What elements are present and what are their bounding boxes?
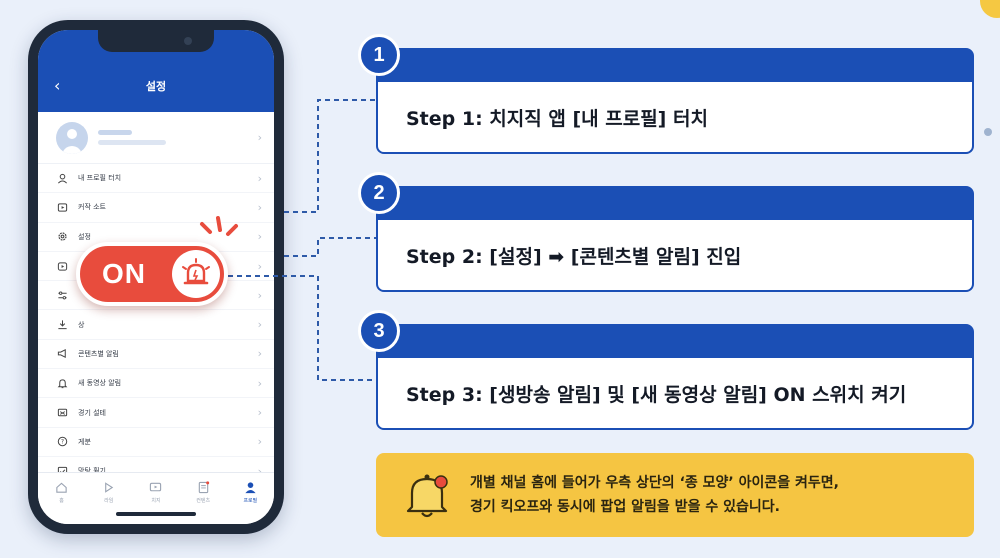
chevron-right-icon: › [257, 318, 262, 332]
toggle-knob [172, 250, 220, 298]
menu-item-label: 내 프로필 터치 [78, 174, 122, 183]
menu-item-shorts[interactable]: 커작 소트 › [38, 193, 274, 223]
nav-label: 프로필 [243, 498, 258, 504]
menu-item-download[interactable]: 상 › [38, 310, 274, 340]
siren-icon [182, 258, 210, 285]
video-icon [56, 201, 68, 213]
step-header-bar [376, 48, 974, 82]
alert-rays-icon [200, 216, 238, 236]
chevron-right-icon: › [257, 200, 262, 214]
phone-screen: ‹ 설정 › 내 프로필 터치 › 커작 소트 › 설정 › 시 › [38, 30, 274, 524]
svg-text:?: ? [60, 439, 63, 446]
step-card-1: Step 1: 치지직 앱 [내 프로필] 터치 1 [358, 34, 974, 154]
nav-profile[interactable]: 프로필 [230, 481, 270, 524]
question-icon: ? [56, 436, 68, 448]
menu-item-label: 설정 [78, 232, 91, 241]
bottom-nav: 홈 라임 치지 컨텐츠 프로필 [38, 472, 274, 524]
phone-notch [98, 30, 214, 52]
document-icon [198, 481, 209, 494]
on-toggle-badge: ON [76, 242, 228, 306]
bell-icon [402, 469, 452, 521]
camera-icon [184, 37, 192, 45]
sliders-icon [56, 289, 68, 301]
nav-tv[interactable]: 치지 [136, 481, 176, 524]
step-number-badge: 3 [358, 310, 400, 352]
home-icon [56, 482, 67, 493]
step-header-bar [376, 324, 974, 358]
step-text: Step 1: 치지직 앱 [내 프로필] 터치 [376, 82, 974, 154]
menu-item-help[interactable]: ? 게분 › [38, 428, 274, 457]
home-indicator [116, 512, 196, 516]
bell-icon [56, 377, 68, 389]
profile-placeholder [98, 130, 258, 145]
tip-line-1: 개별 채널 홈에 들어가 우측 상단의 ‘종 모양’ 아이콘을 켜두면, [470, 475, 839, 491]
nav-contents[interactable]: 컨텐츠 [183, 481, 223, 524]
tip-box: 개별 채널 홈에 들어가 우측 상단의 ‘종 모양’ 아이콘을 켜두면, 경기 … [376, 453, 974, 537]
chevron-right-icon: › [257, 435, 262, 449]
menu-item-new-video-alerts[interactable]: 새 동영상 알림 › [38, 369, 274, 399]
chevron-right-icon: › [257, 171, 262, 185]
user-icon [56, 172, 68, 184]
chevron-right-icon: › [257, 259, 262, 273]
chevron-right-icon: › [257, 288, 262, 302]
tv-icon [150, 482, 162, 492]
user-icon [245, 482, 256, 494]
tip-line-2: 경기 킥오프와 동시에 팝업 알림을 받을 수 있습니다. [470, 499, 780, 515]
nav-home[interactable]: 홈 [42, 481, 82, 524]
chevron-right-icon: › [257, 347, 262, 361]
avatar [56, 121, 88, 154]
download-icon [56, 319, 68, 331]
megaphone-icon [56, 348, 68, 360]
chevron-right-icon: › [257, 376, 262, 390]
app-header: ‹ 설정 [38, 30, 274, 112]
mail-icon [56, 407, 68, 419]
decor-circle [980, 0, 1000, 18]
back-icon[interactable]: ‹ [54, 76, 61, 95]
page-title: 설정 [145, 80, 167, 93]
tip-text: 개별 채널 홈에 들어가 우측 상단의 ‘종 모양’ 아이콘을 켜두면, 경기 … [470, 471, 839, 519]
nav-play[interactable]: 라임 [89, 481, 129, 524]
phone-mockup: ‹ 설정 › 내 프로필 터치 › 커작 소트 › 설정 › 시 › [28, 20, 284, 534]
step-card-3: Step 3: [생방송 알림] 및 [새 동영상 알림] ON 스위치 켜기 … [358, 310, 974, 430]
menu-item-profile-touch[interactable]: 내 프로필 터치 › [38, 164, 274, 194]
nav-label: 라임 [104, 498, 114, 504]
chevron-right-icon: › [257, 230, 262, 244]
play-icon [56, 260, 68, 272]
play-icon [105, 482, 114, 493]
menu-item-label: 커작 소트 [78, 203, 106, 212]
step-card-2: Step 2: [설정] ➡ [콘텐츠별 알림] 진입 2 [358, 172, 974, 292]
menu-item-label: 상 [78, 320, 85, 329]
gear-icon [56, 231, 68, 243]
step-number-badge: 2 [358, 172, 400, 214]
menu-item-label: 망탕 훨기 [78, 466, 258, 476]
menu-item-match-settings[interactable]: 경기 설테 › [38, 398, 274, 428]
chevron-right-icon: › [258, 465, 262, 478]
menu-item-label: 경기 설테 [78, 408, 106, 417]
decor-dot [984, 128, 992, 136]
menu-item-label: 새 동영상 알림 [78, 379, 122, 388]
step-text: Step 3: [생방송 알림] 및 [새 동영상 알림] ON 스위치 켜기 [376, 358, 974, 430]
nav-label: 치지 [151, 498, 161, 504]
menu-item-content-alerts[interactable]: 콘텐츠별 알림 › [38, 340, 274, 370]
chevron-right-icon: › [257, 406, 262, 420]
chevron-right-icon: › [257, 131, 262, 144]
menu-item-label: 콘텐츠별 알림 [78, 349, 119, 358]
menu-item-label: 게분 [78, 437, 91, 446]
step-header-bar [376, 186, 974, 220]
profile-row[interactable]: › [38, 112, 274, 164]
nav-label: 홈 [59, 498, 64, 504]
step-text: Step 2: [설정] ➡ [콘텐츠별 알림] 진입 [376, 220, 974, 292]
on-label: ON [102, 258, 146, 289]
nav-label: 컨텐츠 [196, 498, 211, 504]
step-number-badge: 1 [358, 34, 400, 76]
